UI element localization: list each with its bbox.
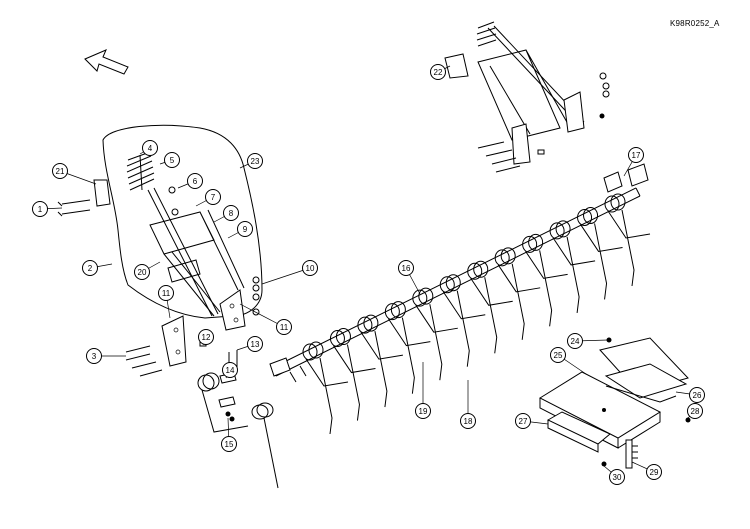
leader-line xyxy=(239,303,285,328)
callout-marker: 17 xyxy=(628,147,644,163)
callout-marker: 10 xyxy=(302,260,318,276)
callout-label: 1 xyxy=(38,205,43,214)
callout-label: 30 xyxy=(613,473,622,482)
callout-label: 17 xyxy=(632,151,641,160)
tine xyxy=(384,301,431,394)
callout-marker: 26 xyxy=(689,387,705,403)
cover-plates xyxy=(538,337,691,469)
callout-label: 28 xyxy=(691,407,700,416)
tine xyxy=(549,220,596,313)
callout-marker: 11 xyxy=(276,319,292,335)
leader-line xyxy=(261,267,311,285)
tine-bar-assembly xyxy=(269,163,651,435)
tine xyxy=(329,328,376,421)
callout-marker: 24 xyxy=(567,333,583,349)
callout-label: 6 xyxy=(193,177,198,186)
callout-marker: 22 xyxy=(430,64,446,80)
callout-label: 16 xyxy=(402,264,411,273)
frame-arm xyxy=(149,209,245,317)
callout-label: 10 xyxy=(306,264,315,273)
callout-marker: 11 xyxy=(158,285,174,301)
callout-marker: 14 xyxy=(222,362,238,378)
callout-label: 7 xyxy=(211,193,216,202)
callout-label: 5 xyxy=(170,156,175,165)
callout-label: 13 xyxy=(251,340,260,349)
callout-marker: 15 xyxy=(221,436,237,452)
callout-marker: 18 xyxy=(460,413,476,429)
callout-label: 15 xyxy=(225,440,234,449)
callout-label: 23 xyxy=(251,157,260,166)
callout-marker: 21 xyxy=(52,163,68,179)
tines xyxy=(302,193,651,435)
callout-marker: 23 xyxy=(247,153,263,169)
callout-marker: 30 xyxy=(609,469,625,485)
callout-marker: 8 xyxy=(223,205,239,221)
callout-marker: 25 xyxy=(550,347,566,363)
callout-marker: 6 xyxy=(187,173,203,189)
callout-label: 24 xyxy=(571,337,580,346)
tine xyxy=(494,247,541,340)
callout-label: 12 xyxy=(202,333,211,342)
upper-frame-assembly xyxy=(444,21,610,173)
callout-marker: 20 xyxy=(134,264,150,280)
callout-label: 11 xyxy=(280,323,289,332)
callout-marker: 3 xyxy=(86,348,102,364)
callout-label: 19 xyxy=(419,407,428,416)
callout-label: 11 xyxy=(162,289,171,298)
callout-label: 3 xyxy=(92,352,97,361)
callout-label: 22 xyxy=(434,68,443,77)
callout-marker: 2 xyxy=(82,260,98,276)
guard-outline xyxy=(102,124,263,319)
callout-label: 8 xyxy=(229,209,234,218)
tine xyxy=(467,260,513,354)
callout-markers: 1234567891011111213141516171819202122232… xyxy=(32,64,705,485)
callout-marker: 1 xyxy=(32,201,48,217)
callout-label: 18 xyxy=(464,417,473,426)
callout-marker: 13 xyxy=(247,336,263,352)
tine xyxy=(357,314,403,408)
callout-label: 20 xyxy=(138,268,147,277)
callout-marker: 28 xyxy=(687,403,703,419)
callout-label: 25 xyxy=(554,351,563,360)
callout-label: 2 xyxy=(88,264,93,273)
callout-marker: 9 xyxy=(237,221,253,237)
callout-label: 26 xyxy=(693,391,702,400)
callout-marker: 27 xyxy=(515,413,531,429)
tine xyxy=(604,193,651,287)
tine xyxy=(439,274,486,367)
callout-label: 27 xyxy=(519,417,528,426)
callout-marker: 29 xyxy=(646,464,662,480)
spring-tine-part xyxy=(197,372,279,489)
callout-marker: 7 xyxy=(205,189,221,205)
rod-part xyxy=(147,187,219,317)
callout-marker: 19 xyxy=(415,403,431,419)
direction-arrow-icon xyxy=(84,49,129,75)
tine xyxy=(302,341,349,435)
reference-code: K98R0252_A xyxy=(670,19,720,28)
callout-marker: 5 xyxy=(164,152,180,168)
callout-label: 4 xyxy=(148,144,153,153)
tine xyxy=(522,233,568,327)
tine xyxy=(577,206,623,300)
callout-label: 21 xyxy=(56,167,65,176)
spring-part xyxy=(126,151,155,191)
callout-marker: 12 xyxy=(198,329,214,345)
callout-marker: 4 xyxy=(142,140,158,156)
tine xyxy=(412,287,458,381)
callout-label: 14 xyxy=(226,366,235,375)
callout-marker: 16 xyxy=(398,260,414,276)
callout-label: 29 xyxy=(650,468,659,477)
callout-label: 9 xyxy=(243,225,248,234)
